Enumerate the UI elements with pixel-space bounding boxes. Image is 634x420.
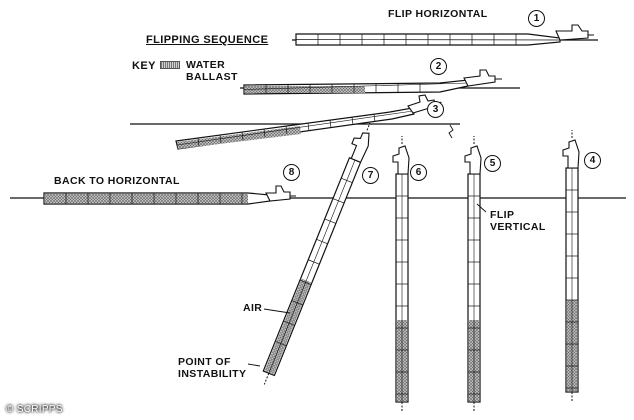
vessel-step-7 [262, 122, 371, 385]
step-4-marker: 4 [584, 152, 601, 169]
vessel-step-4 [562, 130, 580, 402]
air-label: AIR [243, 302, 263, 314]
flip-horizontal-label: FLIP HORIZONTAL [388, 8, 488, 20]
step-2-marker: 2 [430, 58, 447, 75]
instability-leader [247, 363, 261, 367]
diagram-title: FLIPPING SEQUENCE [146, 34, 269, 46]
point-of-instability-label: POINT OF INSTABILITY [178, 356, 247, 380]
flip-vertical-leader [476, 203, 487, 213]
step-8-marker: 8 [283, 164, 300, 181]
step-3-marker: 3 [427, 101, 444, 118]
step-1-marker: 1 [528, 10, 545, 27]
image-credit: © SCRIPPS [6, 404, 63, 415]
vessel-step-3 [175, 94, 454, 150]
key-label: KEY [132, 60, 156, 72]
key-legend: KEY [132, 60, 183, 72]
air-leader [263, 308, 291, 314]
vessel-step-6 [392, 136, 410, 412]
water-ballast-label: WATER BALLAST [186, 59, 238, 83]
step-5-marker: 5 [484, 155, 501, 172]
vessel-step-8 [43, 185, 296, 205]
vessel-step-2 [243, 69, 502, 95]
water-ballast-swatch [159, 61, 180, 70]
leader-lines [247, 203, 487, 367]
vertical-vessels [392, 130, 580, 412]
vessel-step-1 [295, 24, 594, 46]
step-7-marker: 7 [362, 167, 379, 184]
flip-vertical-label: FLIP VERTICAL [490, 209, 546, 233]
back-to-horizontal-label: BACK TO HORIZONTAL [54, 175, 180, 187]
vessel-step-5 [464, 136, 482, 412]
step-6-marker: 6 [410, 164, 427, 181]
